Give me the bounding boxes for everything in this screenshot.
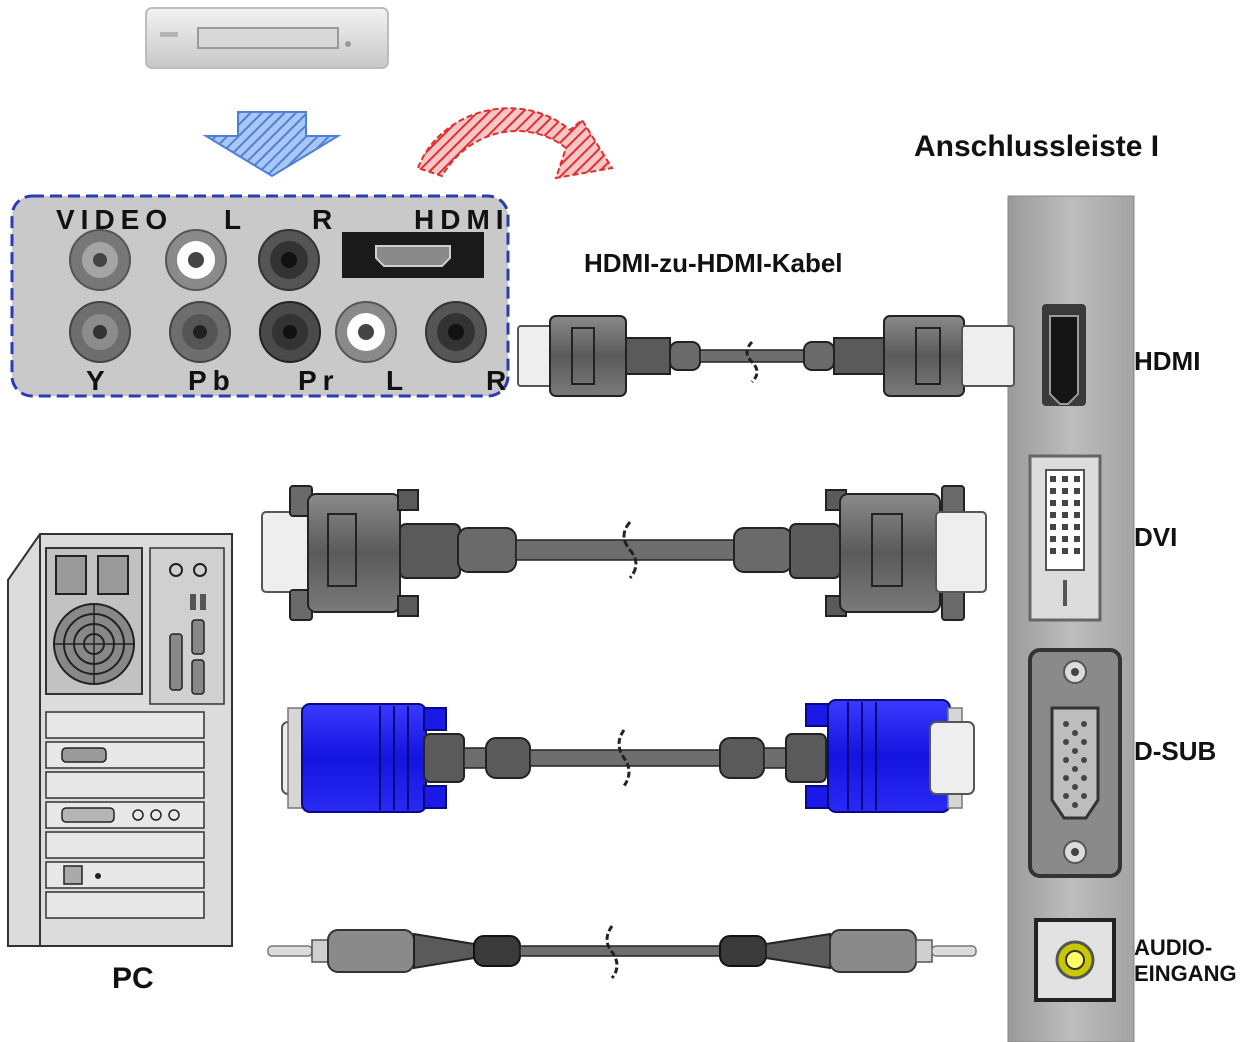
audio-l-bottom-jack-icon xyxy=(335,301,397,363)
jack-label-l-top: L xyxy=(224,204,248,235)
hdmi-port-icon xyxy=(1042,304,1086,406)
tv-connector-panel xyxy=(1007,195,1135,1042)
panel-title: Anschlussleiste I xyxy=(914,130,1160,163)
port-label-audio-line2: EINGANG xyxy=(1134,961,1237,986)
audio-r-jack-icon xyxy=(258,229,320,291)
jack-label-r-bottom: R xyxy=(486,365,513,396)
pc-label: PC xyxy=(112,962,154,995)
y-jack-icon xyxy=(69,301,131,363)
jack-label-pr: Pr xyxy=(298,365,340,396)
pb-jack-icon xyxy=(169,301,231,363)
jack-label-l-bottom: L xyxy=(386,365,410,396)
video-jack-icon xyxy=(69,229,131,291)
audio-cable xyxy=(267,925,977,979)
jack-label-r-top: R xyxy=(312,204,339,235)
audio-l-jack-icon xyxy=(165,229,227,291)
hdmi-source-port-icon xyxy=(342,232,484,278)
port-label-dsub: D-SUB xyxy=(1134,736,1217,766)
port-label-audio-line1: AUDIO- xyxy=(1134,935,1213,960)
hdmi-cable-label: HDMI-zu-HDMI-Kabel xyxy=(584,248,843,278)
pc-tower-icon xyxy=(7,533,233,947)
port-label-hdmi: HDMI xyxy=(1134,346,1201,376)
dsub-port-icon xyxy=(1028,648,1122,878)
audio-in-port-icon xyxy=(1034,918,1116,1002)
jack-label-hdmi: HDMI xyxy=(414,204,510,235)
jack-label-pb: Pb xyxy=(188,365,236,396)
audio-r-bottom-jack-icon xyxy=(425,301,487,363)
dvi-port-icon xyxy=(1028,454,1102,622)
pr-jack-icon xyxy=(259,301,321,363)
dvi-cable xyxy=(261,485,987,621)
hdmi-cable xyxy=(517,315,1015,397)
jack-label-y: Y xyxy=(86,365,111,396)
port-label-dvi: DVI xyxy=(1134,522,1178,552)
vga-cable xyxy=(281,699,975,813)
curved-arrow-icon xyxy=(416,107,614,180)
jack-label-video: VIDEO xyxy=(56,204,174,235)
down-arrow-icon xyxy=(202,111,342,178)
dvd-player-icon xyxy=(145,7,389,69)
source-jack-panel xyxy=(10,194,510,398)
